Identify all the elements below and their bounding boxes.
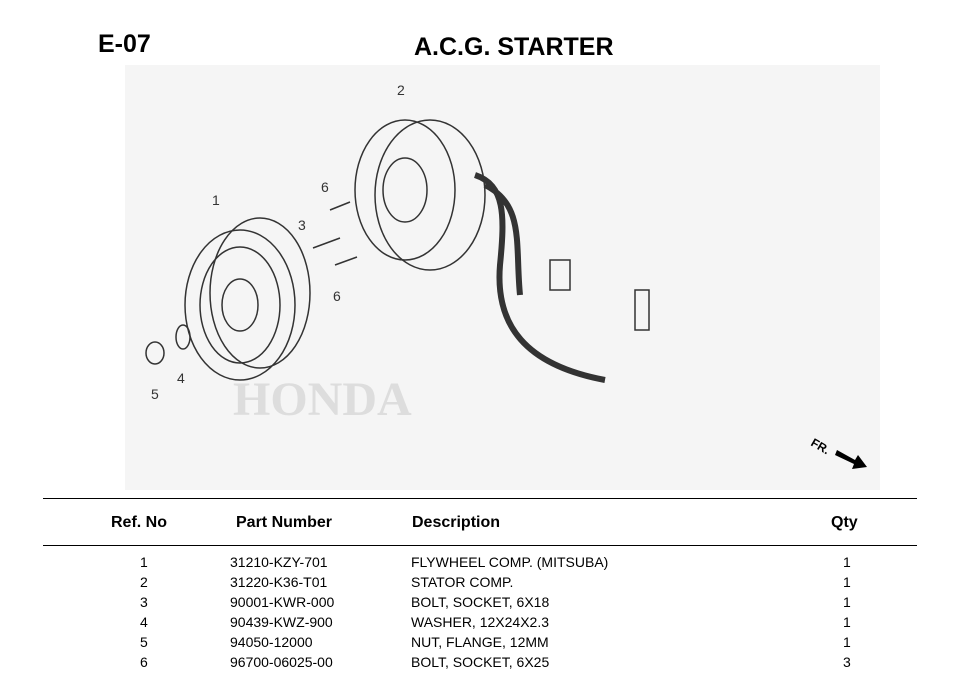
- ref-no: 4: [140, 614, 148, 630]
- callout-1: 1: [212, 192, 220, 208]
- table-top-rule: [43, 498, 917, 499]
- callout-2: 2: [397, 82, 405, 98]
- description: WASHER, 12X24X2.3: [411, 614, 549, 630]
- honda-watermark: HONDA: [233, 373, 412, 426]
- callout-3: 3: [298, 217, 306, 233]
- qty: 1: [843, 614, 851, 630]
- qty: 1: [843, 594, 851, 610]
- description: BOLT, SOCKET, 6X25: [411, 654, 550, 670]
- page-title: A.C.G. STARTER: [414, 33, 614, 61]
- washer: [175, 324, 191, 350]
- part-number: 90001-KWR-000: [230, 594, 335, 610]
- ref-no: 3: [140, 594, 148, 610]
- connector: [634, 289, 650, 331]
- table-row: 6 96700-06025-00 BOLT, SOCKET, 6X25 3: [0, 654, 974, 674]
- ref-no: 6: [140, 654, 148, 670]
- table-row: 2 31220-K36-T01 STATOR COMP. 1: [0, 574, 974, 594]
- parts-diagram: HONDA 1 2 3 4 5 6 6 FR.: [125, 65, 880, 490]
- callout-4: 4: [177, 370, 185, 386]
- col-description: Description: [412, 514, 501, 531]
- table-row: 4 90439-KWZ-900 WASHER, 12X24X2.3 1: [0, 614, 974, 634]
- description: BOLT, SOCKET, 6X18: [411, 594, 550, 610]
- table-row: 5 94050-12000 NUT, FLANGE, 12MM 1: [0, 634, 974, 654]
- ref-no: 2: [140, 574, 148, 590]
- part-number: 96700-06025-00: [230, 654, 333, 670]
- bolt: [312, 201, 358, 266]
- callout-5: 5: [151, 386, 159, 402]
- qty: 1: [843, 634, 851, 650]
- part-number: 90439-KWZ-900: [230, 614, 333, 630]
- nut: [145, 341, 165, 365]
- connector: [549, 259, 571, 291]
- qty: 3: [843, 654, 851, 670]
- wire-harness: [473, 172, 606, 383]
- part-number: 31210-KZY-701: [230, 554, 328, 570]
- callout-6: 6: [333, 288, 341, 304]
- ref-no: 5: [140, 634, 148, 650]
- table-header-rule: [43, 545, 917, 546]
- col-qty: Qty: [831, 514, 858, 531]
- qty: 1: [843, 554, 851, 570]
- front-direction-arrow: FR.: [809, 435, 867, 469]
- ref-no: 1: [140, 554, 148, 570]
- description: STATOR COMP.: [411, 574, 514, 590]
- description: NUT, FLANGE, 12MM: [411, 634, 549, 650]
- table-row: 1 31210-KZY-701 FLYWHEEL COMP. (MITSUBA) 1: [0, 554, 974, 574]
- svg-text:FR.: FR.: [809, 435, 833, 457]
- qty: 1: [843, 574, 851, 590]
- callout-6: 6: [321, 179, 329, 195]
- description: FLYWHEEL COMP. (MITSUBA): [411, 554, 609, 570]
- part-number: 94050-12000: [230, 634, 313, 650]
- stator: [354, 119, 486, 271]
- flywheel: [184, 217, 311, 381]
- table-row: 3 90001-KWR-000 BOLT, SOCKET, 6X18 1: [0, 594, 974, 614]
- page-code: E-07: [98, 30, 151, 58]
- col-ref-no: Ref. No: [111, 514, 167, 531]
- col-part-number: Part Number: [236, 514, 333, 531]
- part-number: 31220-K36-T01: [230, 574, 328, 590]
